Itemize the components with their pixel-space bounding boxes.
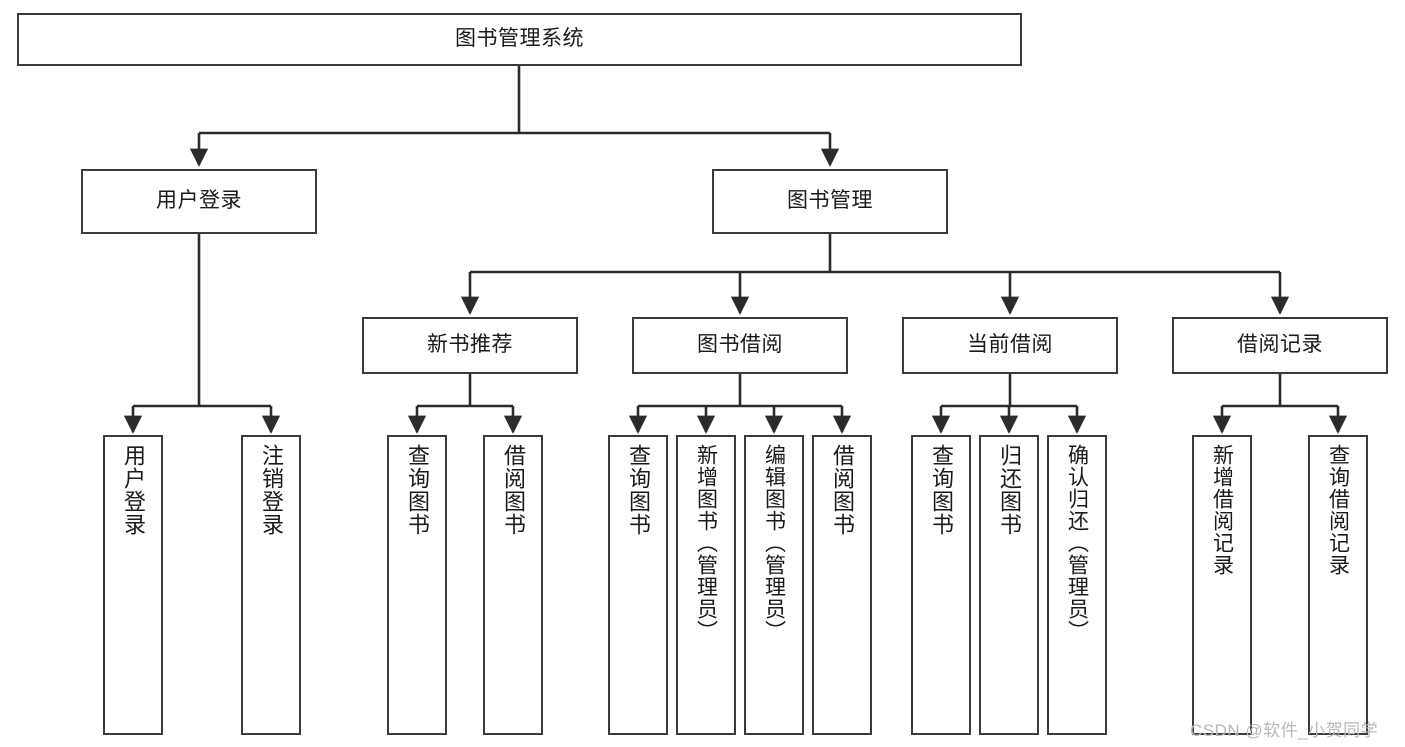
node-label: 新增图书（管理员） xyxy=(694,444,718,642)
node-label: 新增借阅记录 xyxy=(1210,444,1234,576)
node-label: 注销登录 xyxy=(259,444,284,536)
node-label: 用户登录 xyxy=(156,189,242,213)
node-label: 图书借阅 xyxy=(697,333,783,357)
node-label: 归还图书 xyxy=(997,444,1022,536)
node-book-management[interactable]: 图书管理 xyxy=(712,169,948,234)
node-label: 查询图书 xyxy=(405,444,430,536)
node-label: 查询图书 xyxy=(626,444,651,536)
leaf-borrow-lend-book[interactable]: 借阅图书 xyxy=(812,435,872,735)
node-label: 图书管理系统 xyxy=(455,27,584,51)
node-book-borrowing[interactable]: 图书借阅 xyxy=(632,317,848,374)
node-label: 图书管理 xyxy=(787,189,873,213)
node-current-borrowing[interactable]: 当前借阅 xyxy=(902,317,1118,374)
node-label: 当前借阅 xyxy=(967,333,1053,357)
leaf-record-add-borrow-record[interactable]: 新增借阅记录 xyxy=(1192,435,1252,735)
leaf-borrow-query-book[interactable]: 查询图书 xyxy=(608,435,668,735)
node-user-login[interactable]: 用户登录 xyxy=(81,169,317,234)
node-label: 借阅记录 xyxy=(1237,333,1323,357)
leaf-user-logout[interactable]: 注销登录 xyxy=(241,435,301,735)
node-root-book-management-system[interactable]: 图书管理系统 xyxy=(17,13,1022,66)
node-label: 确认归还（管理员） xyxy=(1065,444,1089,642)
leaf-current-return-book[interactable]: 归还图书 xyxy=(979,435,1039,735)
node-label: 用户登录 xyxy=(121,444,146,536)
node-borrowing-record[interactable]: 借阅记录 xyxy=(1172,317,1388,374)
node-label: 编辑图书（管理员） xyxy=(762,444,786,642)
leaf-borrow-add-book-admin[interactable]: 新增图书（管理员） xyxy=(676,435,736,735)
node-label: 查询图书 xyxy=(929,444,954,536)
node-label: 借阅图书 xyxy=(830,444,855,536)
leaf-borrow-edit-book-admin[interactable]: 编辑图书（管理员） xyxy=(744,435,804,735)
csdn-watermark: CSDN @软件_小贺同学 xyxy=(1190,721,1379,740)
leaf-recommend-borrow-book[interactable]: 借阅图书 xyxy=(483,435,543,735)
leaf-current-confirm-return-admin[interactable]: 确认归还（管理员） xyxy=(1047,435,1107,735)
leaf-current-query-book[interactable]: 查询图书 xyxy=(911,435,971,735)
node-label: 借阅图书 xyxy=(501,444,526,536)
leaf-user-login[interactable]: 用户登录 xyxy=(103,435,163,735)
leaf-record-query-borrow-record[interactable]: 查询借阅记录 xyxy=(1308,435,1368,735)
node-label: 新书推荐 xyxy=(427,333,513,357)
node-new-book-recommendation[interactable]: 新书推荐 xyxy=(362,317,578,374)
leaf-recommend-query-book[interactable]: 查询图书 xyxy=(387,435,447,735)
node-label: 查询借阅记录 xyxy=(1326,444,1350,576)
